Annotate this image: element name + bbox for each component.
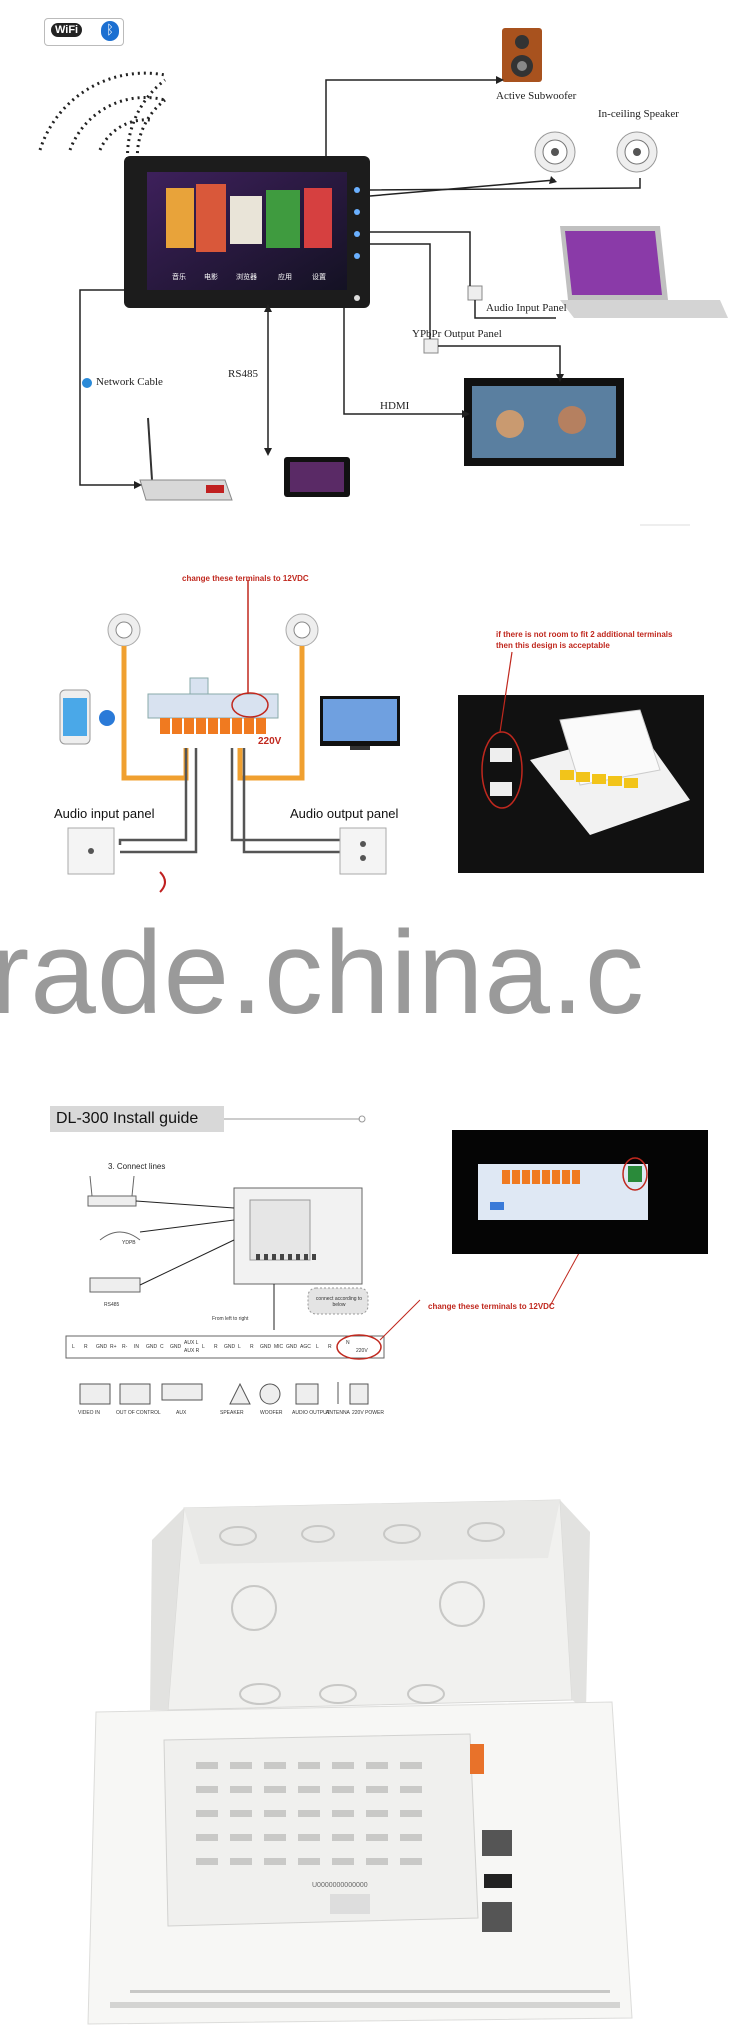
audio-output-panel-label: Audio output panel [290, 806, 399, 821]
terminal-label: AUX R [184, 1348, 200, 1354]
terminal-label: MIC [274, 1344, 284, 1350]
device-label: WOOFER [260, 1410, 283, 1416]
note-alternative-line2: then this design is acceptable [496, 641, 610, 650]
ceiling-speaker-icon [107, 613, 319, 647]
hdmi-label: HDMI [380, 400, 410, 412]
terminal-label: L [72, 1344, 75, 1350]
terminal-label: GND [96, 1344, 108, 1350]
terminal-strip [65, 1335, 385, 1359]
rs485-label: RS485 [104, 1302, 120, 1308]
ypbpr-label: YDPB [122, 1240, 136, 1246]
note-alternative-line1: if there is not room to fit 2 additional… [496, 630, 673, 639]
network-cable-label: Network Cable [96, 376, 163, 388]
terminal-label: R- [122, 1344, 128, 1350]
device-label-row: VIDEO IN OUT OF CONTROL AUX SPEAKER WOOF… [66, 1410, 386, 1420]
device-label: 220V POWER [352, 1410, 384, 1416]
terminal-label: AUX L [184, 1340, 199, 1346]
terminal-connector [470, 1744, 484, 1774]
smartphone-icon [59, 689, 91, 745]
terminal-label: GND [146, 1344, 158, 1350]
voltage-label: 220V [258, 736, 282, 747]
device-label: OUT OF CONTROL [116, 1410, 161, 1416]
device-label: ANTENNA [326, 1410, 350, 1416]
in-ceiling-speaker-label: In-ceiling Speaker [598, 108, 679, 120]
device-photo [458, 651, 704, 873]
rs485-label: RS485 [228, 368, 258, 380]
terminal-label: R [214, 1344, 218, 1350]
terminal-label: L [238, 1344, 241, 1350]
tv-display-icon [464, 378, 624, 466]
terminal-label: R [328, 1344, 332, 1350]
qr-sticker [330, 1894, 370, 1914]
connection-lines [79, 79, 641, 486]
ypbpr-output-panel-label: YPbPr Output Panel [412, 328, 502, 340]
terminal-label: N [346, 1340, 350, 1346]
terminal-label: C [160, 1344, 164, 1350]
terminal-label: GND [260, 1344, 272, 1350]
wifi-label: WiFi [51, 23, 83, 37]
screen-app-label: 设置 [312, 274, 326, 281]
connect-bubble-text: connect according to below [315, 1296, 363, 1308]
ypbpr-cable-icon [99, 1231, 141, 1241]
terminal-label: GND [170, 1344, 182, 1350]
audio-input-panel-label: Audio input panel [54, 806, 155, 821]
terminal-label: R+ [110, 1344, 117, 1350]
small-panel-icon [284, 457, 350, 497]
rca-cable-icon [159, 871, 166, 893]
wiring-diagram [59, 580, 704, 893]
screen-app-label: 应用 [278, 274, 292, 281]
audio-output-panel-icon [339, 827, 387, 875]
note-change-terminals-2: change these terminals to 12VDC [428, 1302, 555, 1311]
system-diagram [38, 28, 728, 526]
screen-app-label: 浏览器 [236, 274, 257, 281]
step-connect-lines: 3. Connect lines [108, 1162, 166, 1171]
bluetooth-icon [99, 710, 115, 726]
active-subwoofer-label: Active Subwoofer [496, 90, 577, 102]
terminal-label: GND [224, 1344, 236, 1350]
terminal-label: 220V [356, 1348, 368, 1354]
wifi-bluetooth-badge: WiFi ᛒ [44, 18, 124, 46]
active-subwoofer-icon [502, 28, 542, 82]
router-icon [87, 1175, 137, 1207]
screen-app-label: 音乐 [172, 274, 186, 281]
laptop-icon [560, 226, 728, 318]
router-icon [139, 417, 233, 501]
watermark-text: rade.china.c [0, 907, 645, 1039]
device-label: AUX [176, 1410, 187, 1416]
main-panel-device [124, 156, 370, 308]
device-label: VIDEO IN [78, 1410, 100, 1416]
screen-app-bar: 音乐 电影 浏览器 应用 设置 [160, 272, 340, 284]
order-note: From left to right [212, 1316, 249, 1322]
tv-icon [320, 696, 400, 750]
terminal-label: AGC [300, 1344, 311, 1350]
terminal-label: L [316, 1344, 319, 1350]
install-guide-diagram [65, 1115, 708, 1405]
install-guide-title: DL-300 Install guide [50, 1106, 224, 1132]
globe-icon [82, 378, 92, 388]
module-sticker-text: U0000000000000 [312, 1882, 368, 1889]
audio-input-panel-label: Audio Input Panel [486, 302, 567, 314]
terminal-label: R [250, 1344, 254, 1350]
terminal-label: R [84, 1344, 88, 1350]
terminal-label: GND [286, 1344, 298, 1350]
device-label: SPEAKER [220, 1410, 244, 1416]
screen-app-label: 电影 [204, 274, 218, 281]
terminal-label-row: L R GND R+ R- IN GND C GND AUX L AUX R L… [66, 1336, 384, 1358]
device-label: AUDIO OUTPUT [292, 1410, 330, 1416]
terminal-label: IN [134, 1344, 139, 1350]
bluetooth-icon: ᛒ [101, 21, 119, 41]
note-change-terminals: change these terminals to 12VDC [182, 574, 309, 583]
terminal-photo [452, 1130, 708, 1254]
in-ceiling-speaker-icon [534, 131, 658, 173]
terminal-label: L [202, 1344, 205, 1350]
